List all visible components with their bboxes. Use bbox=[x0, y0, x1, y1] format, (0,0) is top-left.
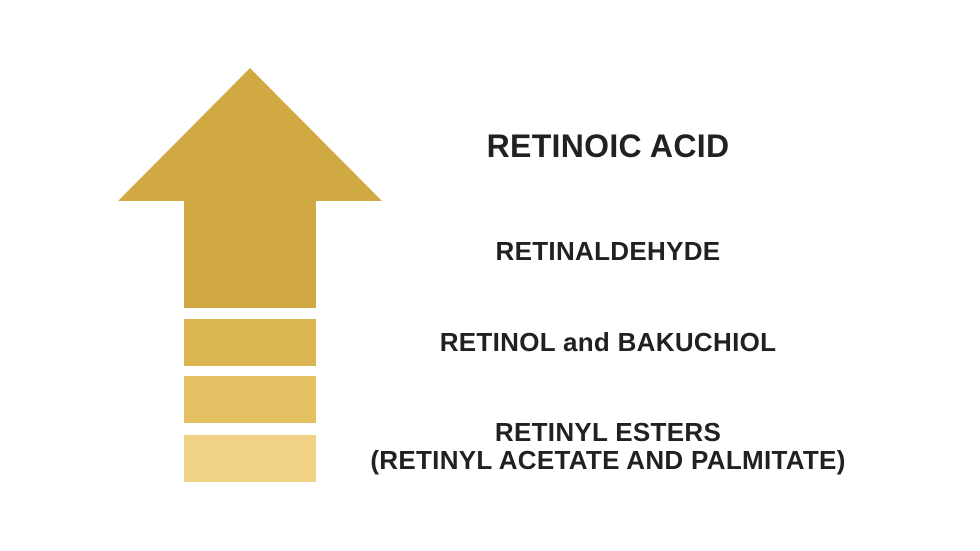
label-retinol-bakuchiol: RETINOL and BAKUCHIOL bbox=[439, 327, 777, 357]
label-retinyl-esters-line1: RETINYL ESTERS bbox=[494, 417, 722, 447]
arrow-segment-block-1 bbox=[184, 319, 316, 366]
arrow-up-icon bbox=[118, 68, 382, 308]
label-retinaldehyde: RETINALDEHYDE bbox=[495, 236, 721, 266]
label-retinoic-acid: RETINOIC ACID bbox=[486, 128, 730, 164]
label-retinyl-esters: RETINYL ESTERS (RETINYL ACETATE AND PALM… bbox=[330, 418, 886, 474]
arrow-segment-block-3 bbox=[184, 435, 316, 482]
arrow-segment-block-2 bbox=[184, 376, 316, 423]
label-retinyl-esters-line2: (RETINYL ACETATE AND PALMITATE) bbox=[370, 445, 846, 475]
